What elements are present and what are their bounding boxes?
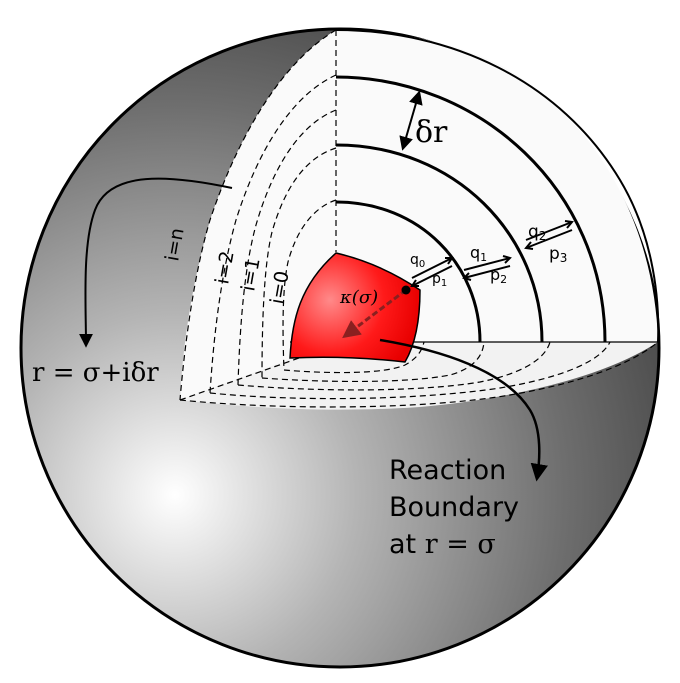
rate-p3: p3	[549, 244, 567, 265]
reaction-core	[289, 252, 421, 363]
shell-solid-arcs	[335, 75, 607, 343]
shell-dashed-arcs	[179, 29, 337, 401]
boundary-point	[401, 285, 411, 295]
reaction-line-2: Boundary	[389, 492, 519, 523]
rate-p1: p1	[432, 271, 447, 289]
reaction-boundary-label: Reaction Boundary at r = σ	[389, 455, 519, 560]
reaction-pointer-arrow	[379, 338, 548, 482]
kappa-arrow	[342, 288, 407, 339]
rate-p2: p2	[490, 265, 507, 286]
floor-edge	[179, 344, 337, 401]
floor-dashed-arcs	[179, 341, 659, 408]
rate-q2: q2	[528, 222, 546, 243]
rate-q1: q1	[470, 243, 487, 264]
reaction-line-3: at r = σ	[389, 529, 496, 560]
sphere-rim-highlight	[335, 29, 660, 343]
delta-r-arrow	[399, 90, 423, 151]
formula-pointer-arrow	[78, 177, 233, 348]
transfer-arrows	[410, 220, 574, 287]
reaction-line-1: Reaction	[389, 455, 506, 486]
kappa-label: κ(σ)	[339, 287, 378, 308]
radius-formula: r = σ+iδr	[32, 358, 159, 388]
rate-q0: q0	[410, 252, 425, 270]
delta-r-label: δr	[415, 115, 448, 150]
